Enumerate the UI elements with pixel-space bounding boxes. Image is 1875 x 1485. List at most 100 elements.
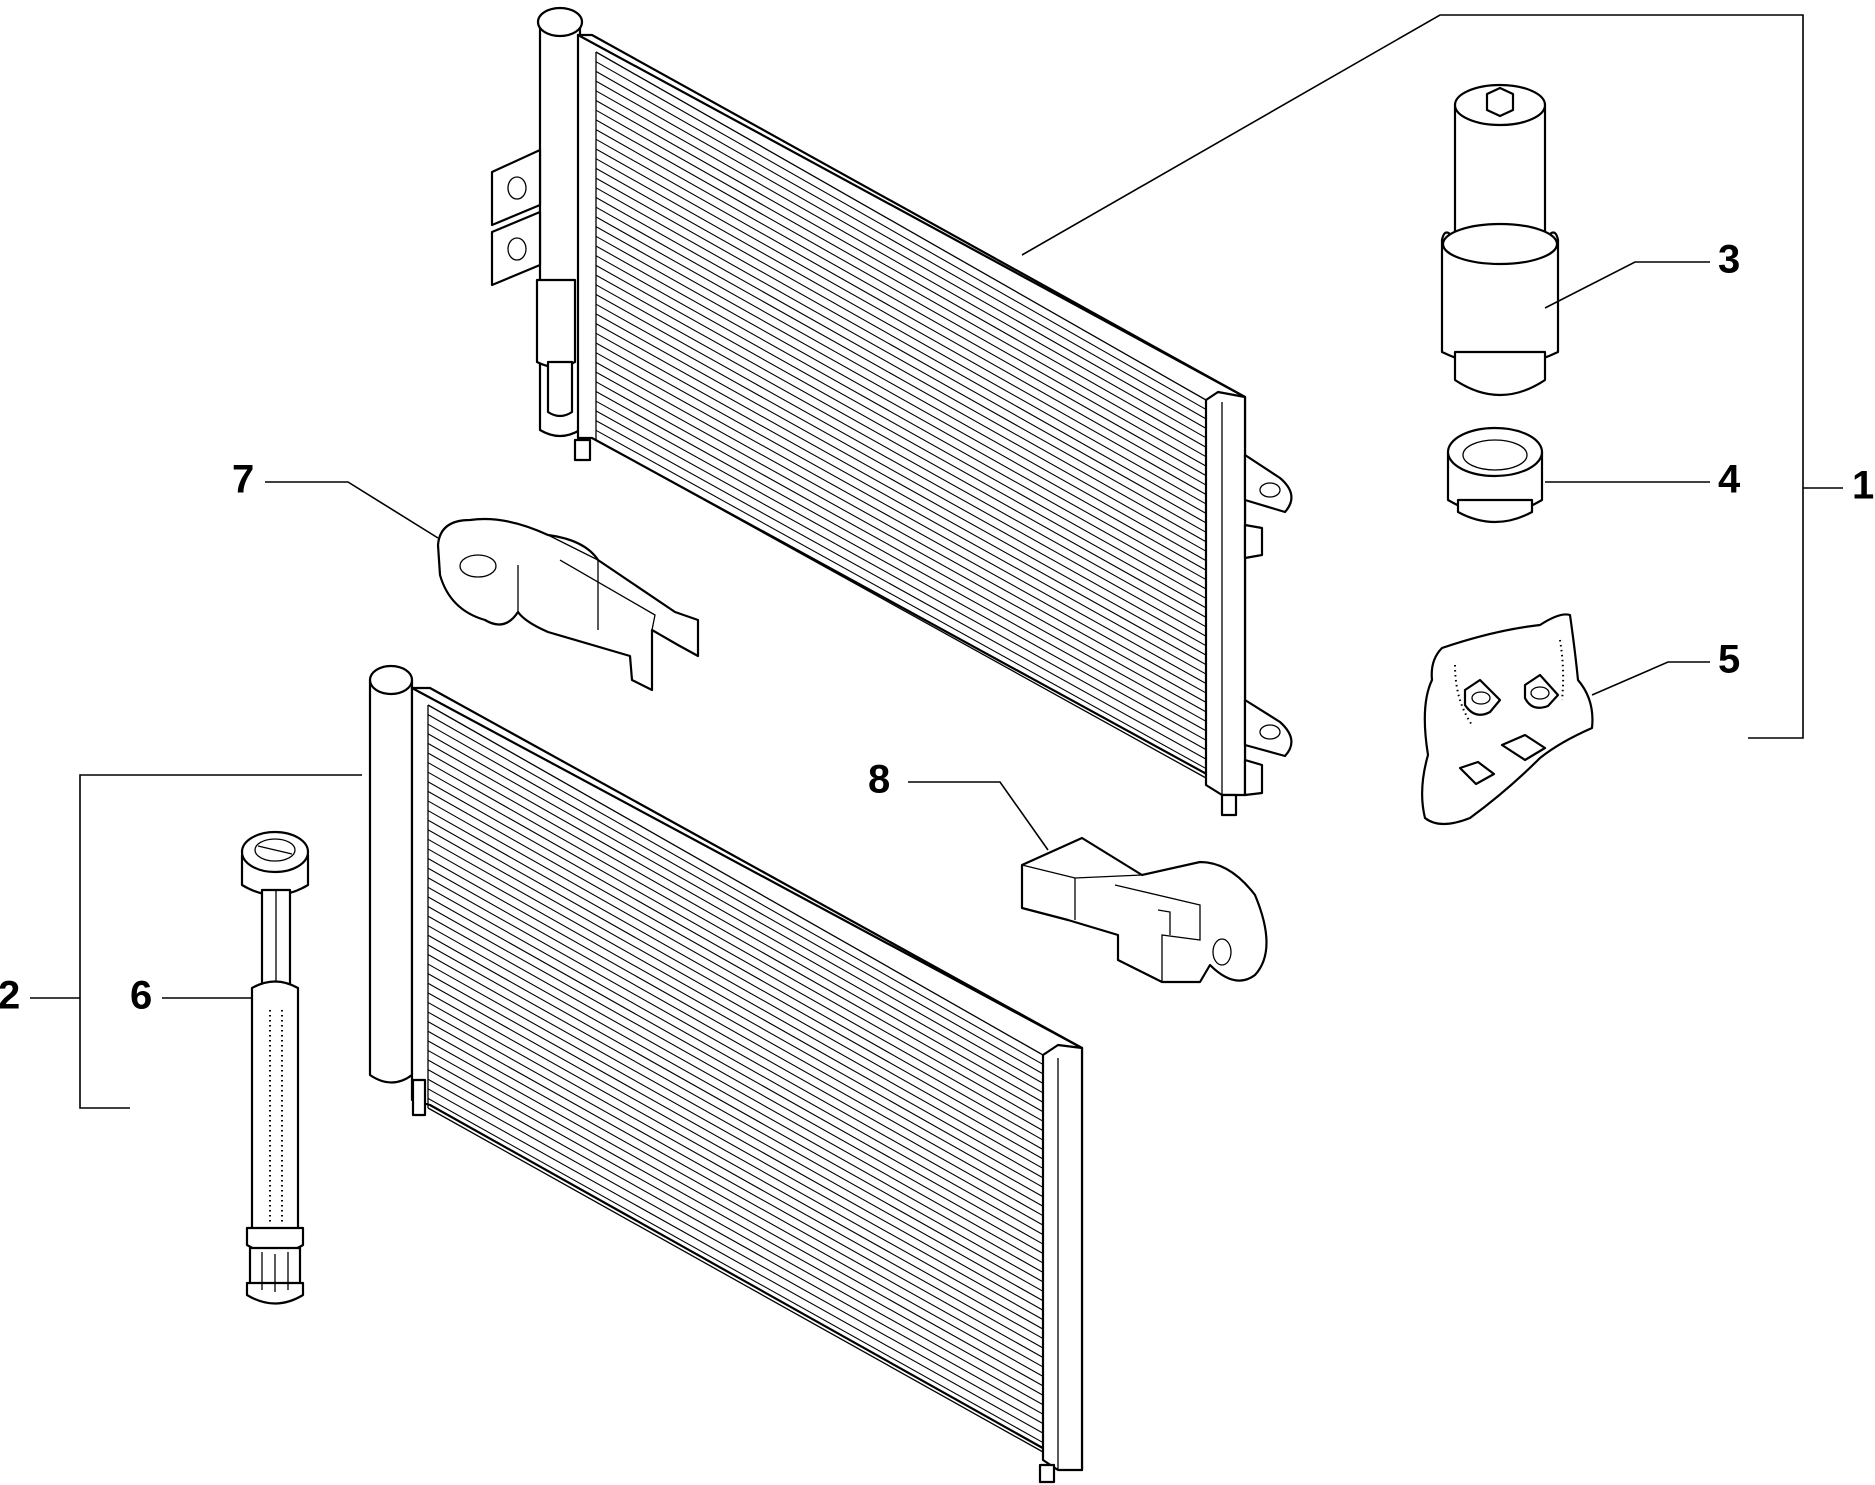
fin-line [595, 158, 1207, 505]
fin-line [427, 1088, 1044, 1434]
fin-line [595, 284, 1207, 628]
cap-part-4 [1446, 426, 1544, 523]
fin-line [595, 303, 1207, 647]
fin-line [427, 733, 1044, 1084]
fin-line [595, 274, 1207, 618]
fin-line [427, 771, 1044, 1122]
bracket-part-7 [436, 517, 700, 692]
fin-line [427, 858, 1044, 1207]
fin-line [427, 992, 1044, 1340]
fin-line [595, 138, 1207, 486]
fin-line [595, 119, 1207, 467]
bracket-plate-part-5 [1421, 613, 1594, 826]
fin-line [427, 742, 1044, 1094]
fin-line [595, 352, 1207, 694]
fin-line [427, 1040, 1044, 1387]
fin-line [427, 867, 1044, 1217]
condenser-upper [490, 6, 1293, 817]
fin-line [595, 342, 1207, 684]
fin-line [595, 129, 1207, 477]
fin-line [595, 264, 1207, 609]
fin-line [595, 61, 1207, 410]
leader-lines [30, 14, 1843, 1109]
bracket-part-8 [1020, 836, 1268, 984]
fin-line [595, 294, 1207, 637]
fin-line [595, 429, 1207, 770]
fin-line [427, 752, 1044, 1103]
callout-8: 8 [868, 758, 890, 802]
fin-line [595, 313, 1207, 656]
condenser-lower-fins [427, 714, 1044, 1444]
fin-line [427, 1049, 1044, 1396]
callout-2: 2 [0, 974, 20, 1018]
fin-line [595, 206, 1207, 552]
fin-line [427, 762, 1044, 1113]
fin-line [595, 187, 1207, 533]
fin-line [595, 148, 1207, 495]
fin-line [595, 100, 1207, 448]
fin-line [595, 255, 1207, 599]
fin-line [427, 1078, 1044, 1425]
fin-line [595, 216, 1207, 562]
callout-1: 1 [1852, 464, 1874, 508]
fin-line [427, 838, 1044, 1188]
fin-line [427, 1021, 1044, 1368]
fin-line [595, 235, 1207, 581]
fin-line [427, 934, 1044, 1283]
fin-line [427, 790, 1044, 1141]
fin-line [427, 944, 1044, 1292]
fin-line [595, 391, 1207, 732]
fin-line [427, 800, 1044, 1151]
fin-line [427, 1001, 1044, 1349]
fin-line [427, 1030, 1044, 1377]
fin-line [427, 973, 1044, 1321]
fin-line [427, 953, 1044, 1302]
fin-line [427, 886, 1044, 1236]
fin-line [595, 80, 1207, 429]
callout-6: 6 [130, 974, 152, 1018]
fin-line [595, 381, 1207, 722]
fin-line [595, 167, 1207, 514]
drier-cartridge-part-6 [240, 830, 310, 1305]
fin-line [595, 70, 1207, 420]
callout-5: 5 [1718, 638, 1740, 682]
fin-line [427, 723, 1044, 1075]
drier-bottle-part-3 [1440, 83, 1560, 396]
fin-line [427, 848, 1044, 1198]
condenser-upper-fins [595, 61, 1207, 770]
callout-7: 7 [232, 458, 254, 502]
fin-line [427, 982, 1044, 1330]
fin-line [595, 90, 1207, 439]
fin-line [427, 915, 1044, 1264]
fin-line [427, 714, 1044, 1065]
fin-line [427, 829, 1044, 1179]
fin-line [427, 810, 1044, 1160]
callout-4: 4 [1718, 458, 1741, 502]
fin-line [595, 323, 1207, 666]
fin-line [427, 877, 1044, 1226]
fin-line [595, 400, 1207, 741]
fin-line [595, 177, 1207, 524]
fin-line [427, 896, 1044, 1245]
fin-line [595, 245, 1207, 590]
fin-line [595, 371, 1207, 713]
fin-line [427, 906, 1044, 1254]
fin-line [595, 361, 1207, 703]
fin-line [427, 1069, 1044, 1415]
fin-line [595, 332, 1207, 675]
fin-line [427, 1011, 1044, 1358]
fin-line [595, 226, 1207, 571]
fin-line [595, 420, 1207, 760]
fin-line [427, 963, 1044, 1311]
fin-line [427, 781, 1044, 1132]
condenser-lower [368, 664, 1084, 1484]
fin-line [427, 1097, 1044, 1444]
fin-line [427, 819, 1044, 1169]
fin-line [427, 925, 1044, 1273]
callout-3: 3 [1718, 238, 1740, 282]
fin-line [427, 1059, 1044, 1406]
fin-line [595, 109, 1207, 458]
fin-line [595, 197, 1207, 543]
